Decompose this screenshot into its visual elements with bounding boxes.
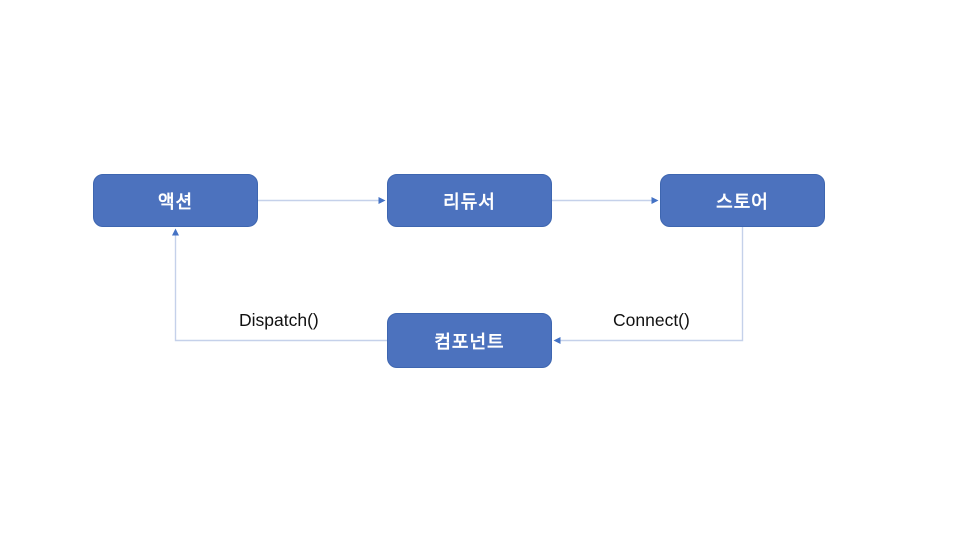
node-action: 액션	[93, 174, 258, 227]
node-store: 스토어	[660, 174, 825, 227]
edge-label-dispatch: Dispatch()	[239, 310, 319, 330]
edge-label-connect: Connect()	[613, 310, 690, 330]
node-reducer: 리듀서	[387, 174, 552, 227]
node-component: 컴포넌트	[387, 313, 552, 368]
